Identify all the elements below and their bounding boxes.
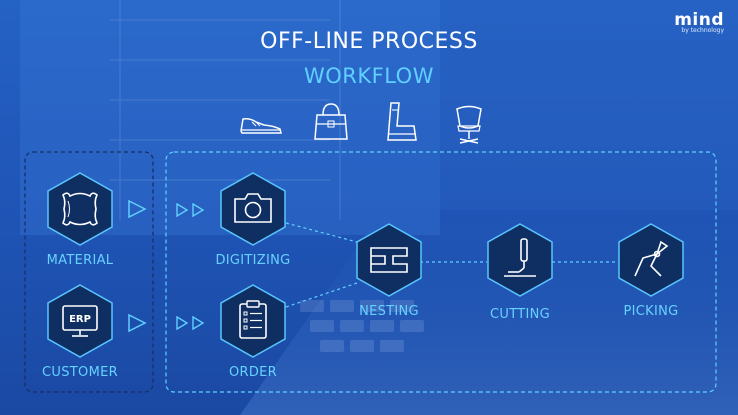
connector-order-nesting [285,282,358,308]
leather-hide-icon [61,192,99,226]
erp-monitor-icon: ERP [62,305,98,337]
camera-icon [234,193,272,223]
clipboard-icon [239,300,267,339]
cutter-icon [504,238,536,277]
connector-digitizing-nesting [285,222,358,243]
cutting-label: CUTTING [490,307,550,322]
brand-name: mind [674,10,724,30]
customer-label: CUSTOMER [42,365,118,380]
order-label: ORDER [228,365,278,380]
cutting-node [487,223,553,297]
digitizing-node [220,172,286,246]
material-label: MATERIAL [46,253,114,268]
nesting-node [356,223,422,297]
arrow-right-icon [128,313,147,333]
picking-label: PICKING [623,304,679,319]
double-arrow-right-icon [176,203,205,217]
brand-logo: mind by technology [674,10,724,34]
gripper-icon [634,240,669,277]
material-node [47,172,113,246]
customer-node: ERP [47,284,113,358]
picking-node [618,223,684,297]
shoe-icon [240,118,282,134]
nesting-label: NESTING [359,304,419,319]
nesting-icon [370,247,408,273]
digitizing-label: DIGITIZING [215,253,291,268]
input-group-box [24,151,154,393]
double-arrow-right-icon [176,316,205,330]
order-node [220,284,286,358]
brand-subtitle: by technology [681,27,724,34]
handbag-icon [314,103,348,140]
arrow-right-icon [128,199,147,219]
page-subtitle: WORKFLOW [304,64,434,88]
page-title: OFF-LINE PROCESS [260,29,478,54]
car-seat-icon [387,102,417,141]
process-group-box [165,151,717,393]
chair-icon [456,105,482,144]
erp-icon-text: ERP [69,314,91,325]
